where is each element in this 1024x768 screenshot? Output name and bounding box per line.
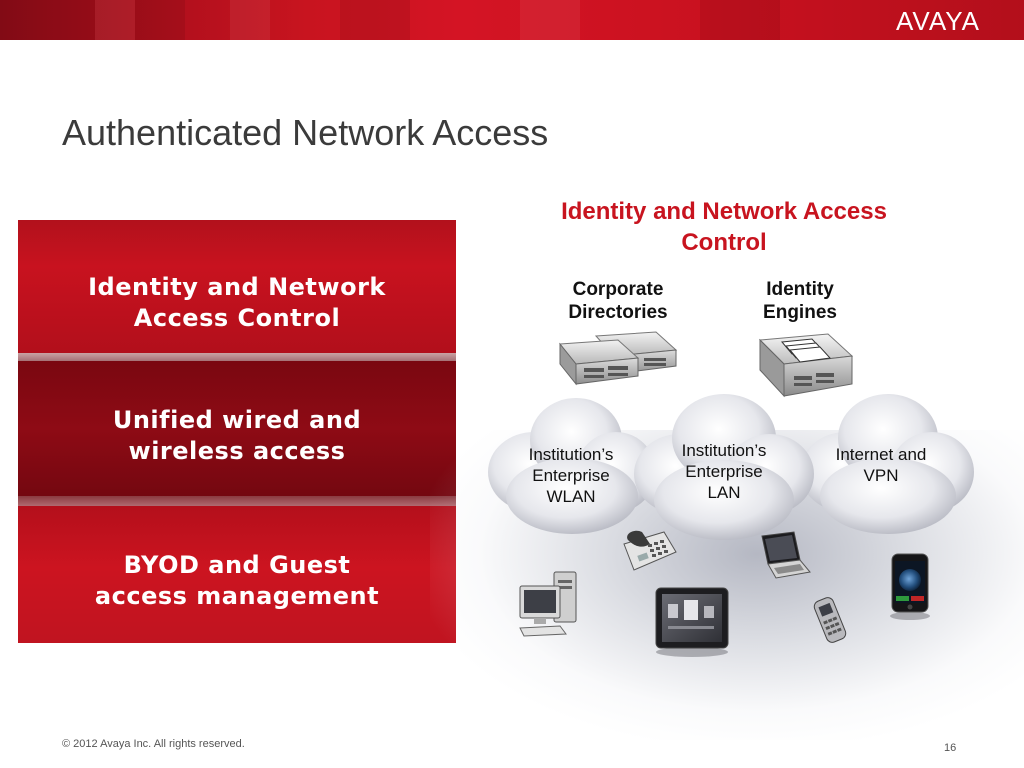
banner-tile	[95, 0, 135, 40]
cloud-vpn-label: Internet and VPN	[806, 444, 956, 486]
server-appliance-icon	[559, 331, 678, 386]
feature-panel-identity: Identity and Network Access Control	[18, 220, 456, 353]
banner-tile	[0, 0, 95, 40]
tablet-icon	[655, 587, 729, 657]
top-banner: AVAYA	[0, 0, 1024, 40]
smartphone-icon	[890, 553, 930, 620]
identity-engines-label: Identity Engines	[740, 278, 860, 324]
copyright-notice: © 2012 Avaya Inc. All rights reserved.	[62, 738, 245, 750]
cloud-wlan-label: Institution’s Enterprise WLAN	[496, 444, 646, 507]
cloud-lan	[634, 394, 814, 540]
feature-panel-byod: BYOD and Guest access management	[18, 506, 456, 643]
diagram-heading: Identity and Network Access Control	[514, 196, 934, 258]
feature-panel-unified-access: Unified wired and wireless access	[18, 361, 456, 496]
avaya-logo: AVAYA	[896, 6, 980, 36]
network-clouds	[488, 394, 974, 540]
page-number: 16	[944, 742, 957, 754]
identity-engine-appliance-icon	[758, 333, 854, 398]
panel-divider	[18, 496, 456, 506]
feature-panel-label: Unified wired and wireless access	[112, 406, 362, 465]
cloud-label-text: Institution’s Enterprise LAN	[681, 441, 767, 502]
cloud-label-text: Institution’s Enterprise WLAN	[528, 445, 614, 506]
feature-panel-label: Identity and Network Access Control	[88, 273, 386, 332]
desktop-computer-icon	[519, 571, 577, 637]
cloud-wlan	[488, 398, 656, 534]
desk-phone-icon	[623, 530, 677, 571]
panel-divider	[18, 353, 456, 361]
banner-tile	[135, 0, 185, 40]
feature-panel-stack: Identity and Network Access Control Unif…	[18, 220, 456, 643]
feature-panel-label: BYOD and Guest access management	[94, 551, 380, 610]
diagram-heading-text: Identity and Network Access Control	[561, 198, 887, 256]
server-label-text: Corporate Directories	[568, 279, 668, 323]
banner-tile	[700, 0, 780, 40]
laptop-icon	[761, 531, 811, 579]
banner-tile	[520, 0, 580, 40]
banner-tile	[230, 0, 270, 40]
corporate-directories-label: Corporate Directories	[546, 278, 690, 324]
page-title: Authenticated Network Access	[62, 112, 549, 153]
cloud-label-text: Internet and VPN	[835, 445, 927, 485]
cloud-lan-label: Institution’s Enterprise LAN	[650, 440, 798, 503]
banner-tile	[340, 0, 410, 40]
cloud-vpn	[800, 394, 974, 534]
mobile-phone-icon	[813, 597, 847, 643]
server-label-text: Identity Engines	[763, 279, 837, 323]
